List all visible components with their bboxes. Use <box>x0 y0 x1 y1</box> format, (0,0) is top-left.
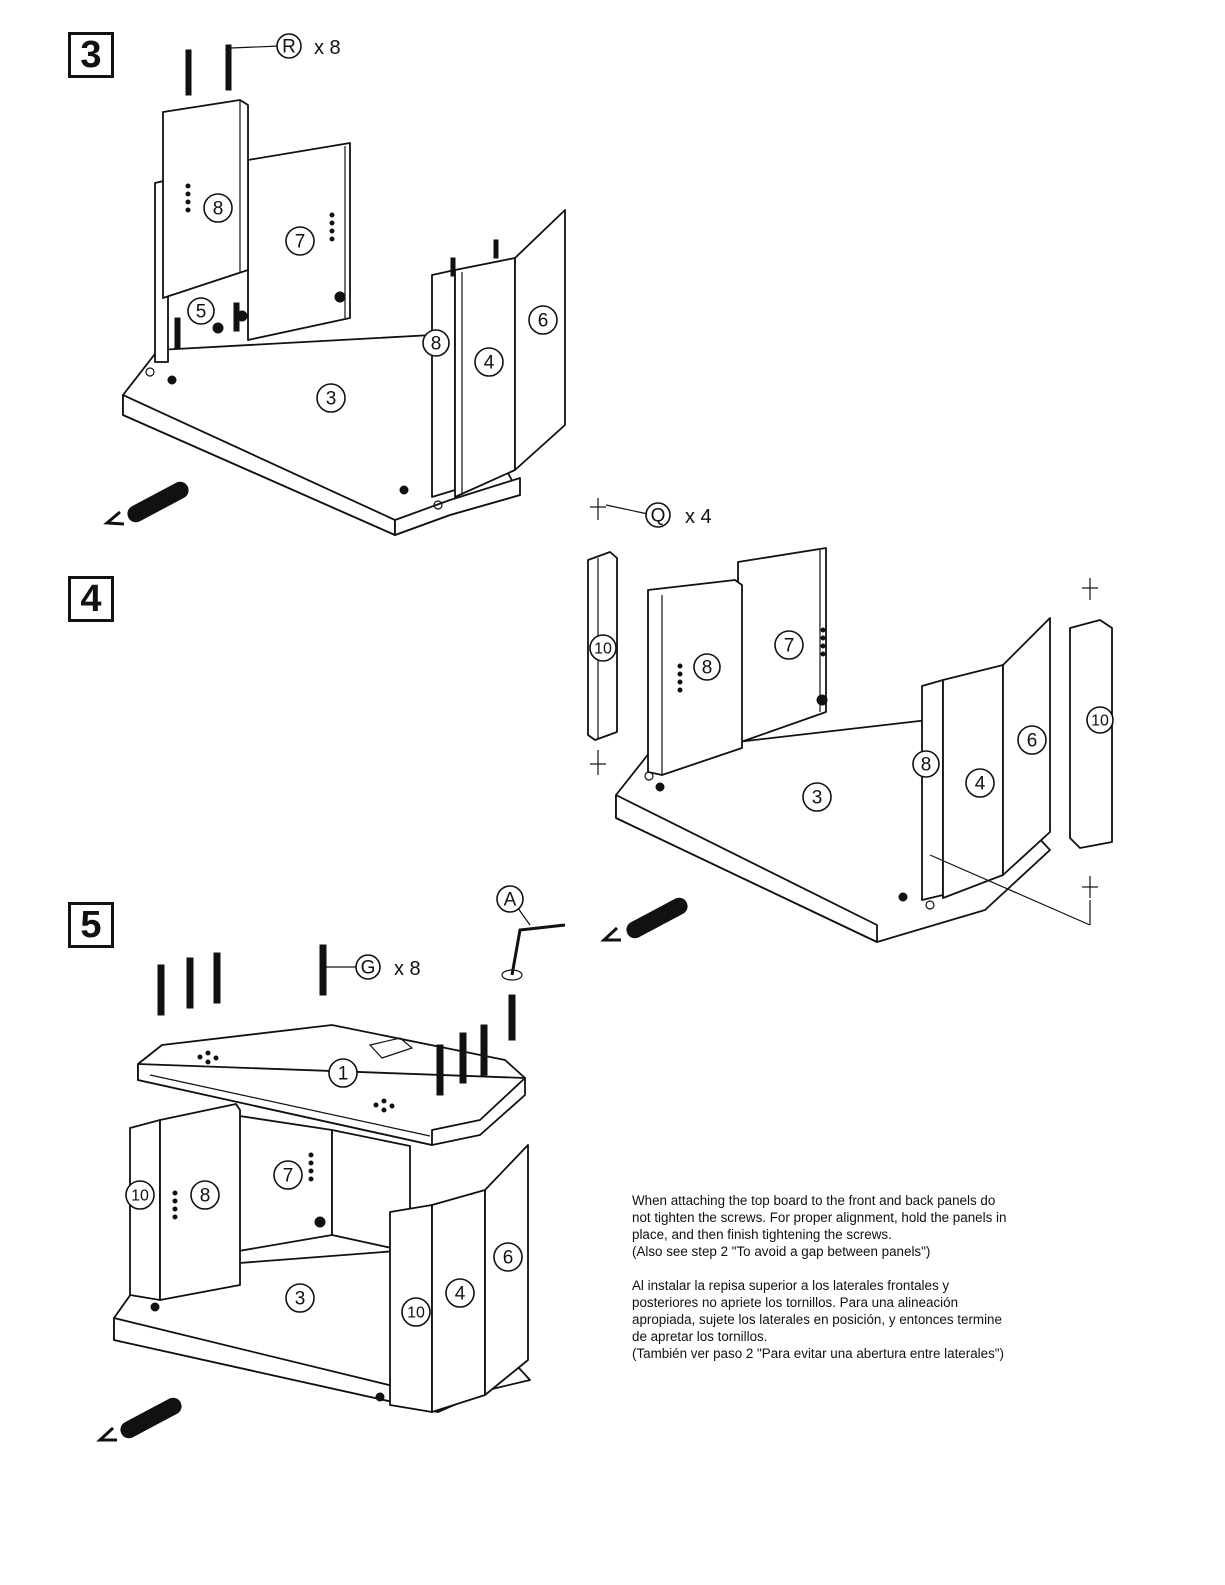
front-direction-arrow-icon <box>96 1397 182 1442</box>
hardware-G-quantity: x 8 <box>394 958 421 980</box>
svg-text:3: 3 <box>812 788 823 809</box>
part-8-front-label: 8 <box>422 329 450 357</box>
part-8-front-label: 8 <box>912 750 940 778</box>
part-4-label: 4 <box>445 1278 475 1308</box>
part-3-label: 3 <box>802 782 832 812</box>
step-3-illustration: R x 8 8 7 5 8 4 6 3 <box>103 33 566 536</box>
svg-text:7: 7 <box>784 636 795 657</box>
part-8-label: 8 <box>693 653 721 681</box>
part-8-label: 8 <box>203 193 233 223</box>
hardware-R-callout: R <box>276 33 302 59</box>
part-6-label: 6 <box>493 1242 523 1272</box>
note-es-line-4: de apretar los tornillos. <box>632 1329 768 1344</box>
front-direction-arrow-icon <box>600 897 688 942</box>
svg-text:4: 4 <box>975 774 986 795</box>
svg-text:5: 5 <box>196 302 207 323</box>
step-5-number: 5 <box>68 902 114 948</box>
svg-text:3: 3 <box>326 389 337 410</box>
svg-text:8: 8 <box>431 334 442 355</box>
svg-text:R: R <box>282 37 296 58</box>
svg-text:7: 7 <box>295 232 306 253</box>
hardware-R-quantity: x 8 <box>314 37 341 59</box>
part-7-label: 7 <box>285 226 315 256</box>
svg-text:3: 3 <box>295 1289 306 1310</box>
front-direction-arrow-icon <box>103 481 189 526</box>
svg-text:4: 4 <box>484 353 495 374</box>
step-3-number: 3 <box>68 32 114 78</box>
part-3-label: 3 <box>285 1283 315 1313</box>
assembly-notes: When attaching the top board to the fron… <box>632 1192 1087 1362</box>
step-4-number: 4 <box>68 576 114 622</box>
part-4-label: 4 <box>965 768 995 798</box>
svg-text:10: 10 <box>1091 713 1109 730</box>
svg-text:6: 6 <box>538 311 549 332</box>
step-4-illustration: Q x 4 10 8 7 8 4 6 3 10 <box>587 498 1114 943</box>
part-10-label: 10 <box>125 1180 155 1210</box>
note-es-line-3: apropiada, sujete los laterales en posic… <box>632 1312 1002 1327</box>
part-10-label: 10 <box>589 634 617 662</box>
note-en-line-2: not tighten the screws. For proper align… <box>632 1210 1007 1225</box>
step-5-illustration: G x 8 A 1 7 10 8 6 4 10 3 <box>96 885 566 1442</box>
svg-text:10: 10 <box>594 641 612 658</box>
part-1-label: 1 <box>328 1058 358 1088</box>
part-4-label: 4 <box>474 347 504 377</box>
svg-text:6: 6 <box>503 1248 514 1269</box>
note-es-line-1: Al instalar la repisa superior a los lat… <box>632 1278 950 1293</box>
svg-text:7: 7 <box>283 1166 294 1187</box>
part-3-label: 3 <box>316 383 346 413</box>
hardware-Q-callout: Q <box>645 502 671 528</box>
svg-text:6: 6 <box>1027 731 1038 752</box>
part-7-label: 7 <box>273 1160 303 1190</box>
note-en-line-1: When attaching the top board to the fron… <box>632 1193 996 1208</box>
part-8-label: 8 <box>190 1180 220 1210</box>
svg-text:Q: Q <box>651 506 666 527</box>
hardware-Q-icon <box>590 498 1098 926</box>
part-5-label: 5 <box>187 297 215 325</box>
note-en-line-4: (Also see step 2 "To avoid a gap between… <box>632 1244 931 1259</box>
part-6-label: 6 <box>1017 725 1047 755</box>
part-10-front-label: 10 <box>401 1297 431 1327</box>
hardware-G-callout: G <box>355 954 381 980</box>
note-es-line-2: posteriores no apriete los tornillos. Pa… <box>632 1295 959 1310</box>
note-es-line-5: (También ver paso 2 "Para evitar una abe… <box>632 1346 1004 1361</box>
svg-text:8: 8 <box>921 755 932 776</box>
svg-text:10: 10 <box>407 1305 425 1322</box>
svg-text:8: 8 <box>702 658 713 679</box>
svg-text:1: 1 <box>338 1064 349 1085</box>
hardware-Q-quantity: x 4 <box>685 506 712 528</box>
svg-text:4: 4 <box>455 1284 466 1305</box>
svg-text:A: A <box>504 890 517 911</box>
svg-text:8: 8 <box>213 199 224 220</box>
svg-text:10: 10 <box>131 1188 149 1205</box>
screw-G-icon <box>157 944 516 1096</box>
part-6-label: 6 <box>528 305 558 335</box>
svg-text:G: G <box>361 958 376 979</box>
part-10-right-label: 10 <box>1086 706 1114 734</box>
part-7-label: 7 <box>774 630 804 660</box>
tool-A-callout: A <box>496 885 524 913</box>
note-en-line-3: place, and then finish tightening the sc… <box>632 1227 892 1242</box>
svg-text:8: 8 <box>200 1186 211 1207</box>
